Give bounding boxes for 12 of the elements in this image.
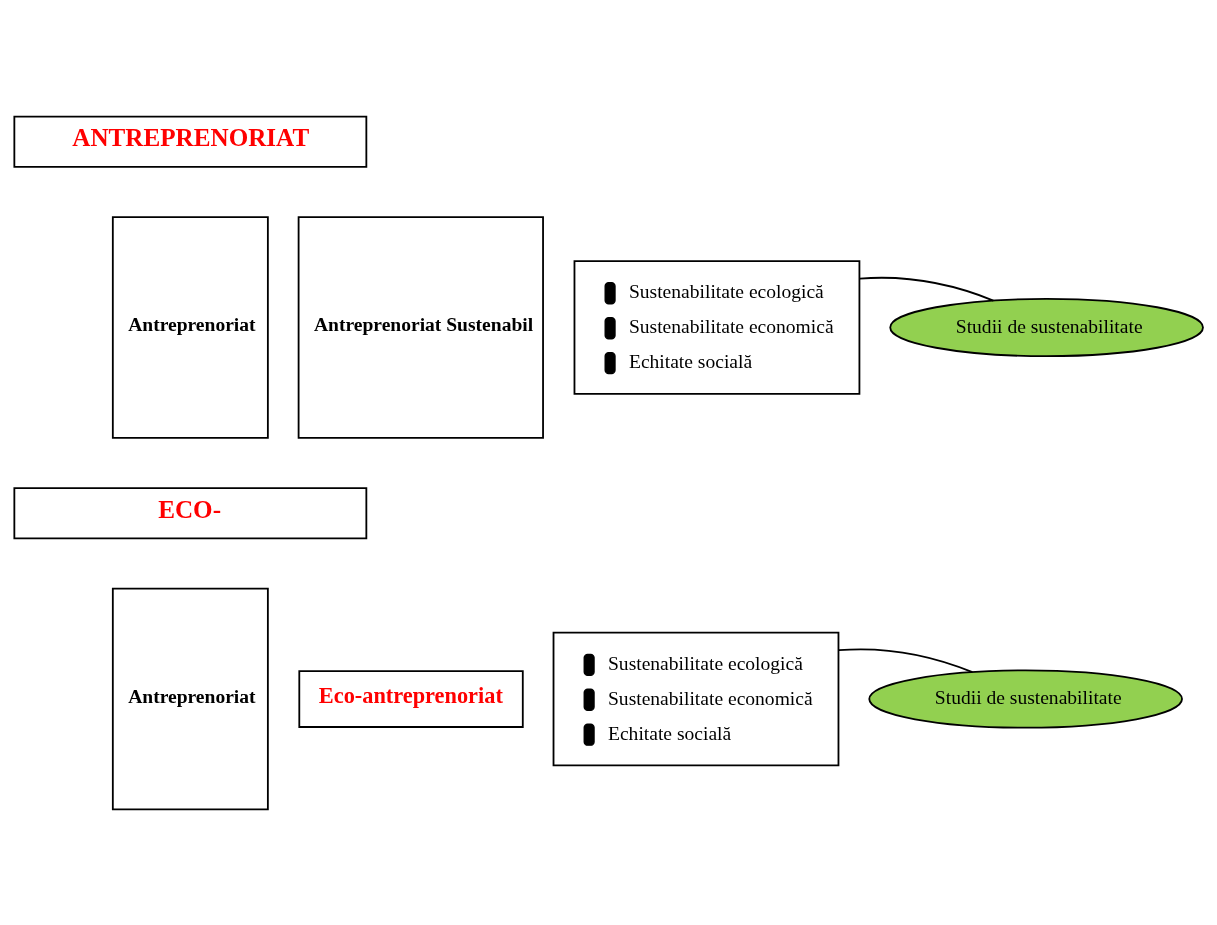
node-ellipse: Studii de sustenabilitate: [868, 669, 1183, 729]
node-box: Antreprenoriat Sustenabil: [297, 215, 544, 439]
node-ellipse: Studii de sustenabilitate: [889, 297, 1204, 357]
node-box: ECO-: [13, 486, 368, 539]
connector: [838, 647, 974, 673]
node-box: Antreprenoriat: [111, 215, 269, 439]
node-box: Sustenabilitate ecologică Sustenabilitate economică Echitate socială: [573, 259, 861, 395]
node-box: Antreprenoriat: [111, 587, 269, 810]
node-box: Eco-antreprenoriat: [298, 669, 524, 728]
connector: [859, 276, 995, 301]
node-box: ANTREPRENORIAT: [13, 115, 368, 168]
node-box: Sustenabilitate ecologică Sustenabilitate economică Echitate socială: [552, 631, 840, 766]
